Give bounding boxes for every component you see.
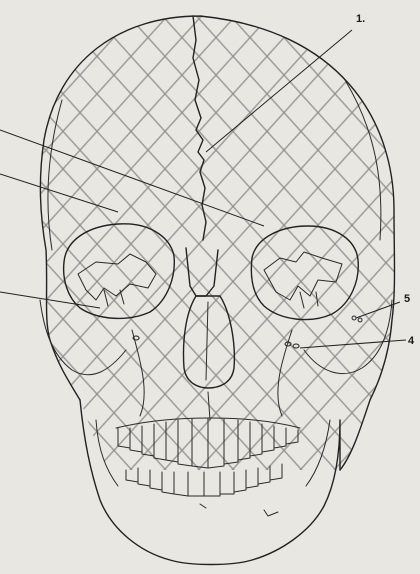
hatch-stroke (0, 0, 56, 574)
hatch-stroke (182, 0, 420, 574)
nasal-septum (206, 302, 208, 380)
hatch-stroke (0, 0, 90, 574)
left-orbit (64, 224, 175, 319)
hatch-stroke (0, 0, 46, 574)
label-5: 5 (404, 293, 410, 305)
hatch-stroke (0, 0, 124, 574)
hatch-stroke (0, 0, 12, 574)
hatch-stroke (376, 0, 420, 574)
lower-teeth (126, 464, 282, 496)
hatch-stroke (0, 0, 328, 574)
hatch-stroke (138, 0, 420, 574)
right-orbit-fissure (300, 292, 318, 308)
right-zygomaticofacial-foramen (352, 316, 362, 322)
hatch-stroke (352, 0, 420, 574)
leader-line-1 (206, 30, 352, 152)
mandible (80, 400, 340, 565)
hatch-stroke (80, 0, 420, 574)
hatch-stroke (70, 0, 420, 574)
hatch-stroke (386, 0, 420, 574)
right-temporal-line (345, 80, 381, 240)
hatch-stroke (0, 0, 158, 574)
hatch-stroke (318, 0, 420, 574)
hatch-stroke (284, 0, 420, 574)
unlabeled-pointer-2 (0, 174, 118, 212)
hatch-stroke (148, 0, 420, 574)
mental-mark (200, 504, 206, 508)
hatch-stroke (0, 0, 260, 574)
left-orbit-inner (78, 254, 156, 300)
hatch-stroke (12, 0, 420, 574)
hatch-stroke (0, 0, 294, 574)
label-4: 4 (408, 335, 415, 347)
hatch-stroke (0, 0, 216, 574)
label-1: 1. (356, 13, 365, 25)
hatch-stroke (0, 0, 22, 574)
hatch-stroke (410, 0, 420, 574)
chin-mark (264, 510, 278, 516)
